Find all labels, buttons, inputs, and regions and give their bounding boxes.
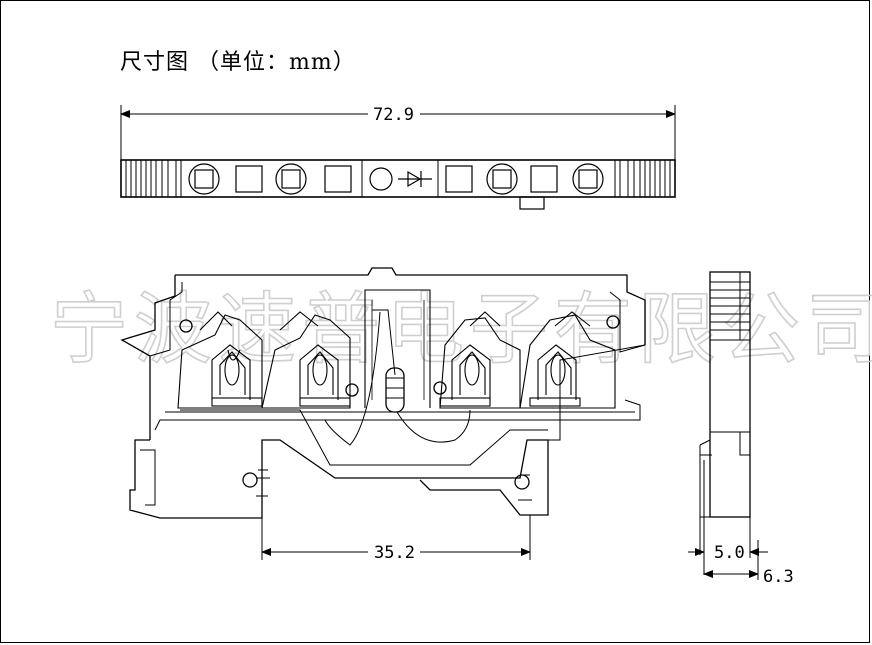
drawing-title: 尺寸图 （单位：mm） [120, 50, 356, 75]
dim-side-width-outer: 6.3 [763, 567, 794, 587]
top-view [120, 105, 676, 210]
side-view [688, 271, 768, 580]
dim-mount-spacing: 35.2 [374, 543, 415, 563]
dim-total-length: 72.9 [373, 105, 414, 125]
front-view [120, 267, 646, 560]
dim-side-width-inner: 5.0 [714, 543, 745, 563]
